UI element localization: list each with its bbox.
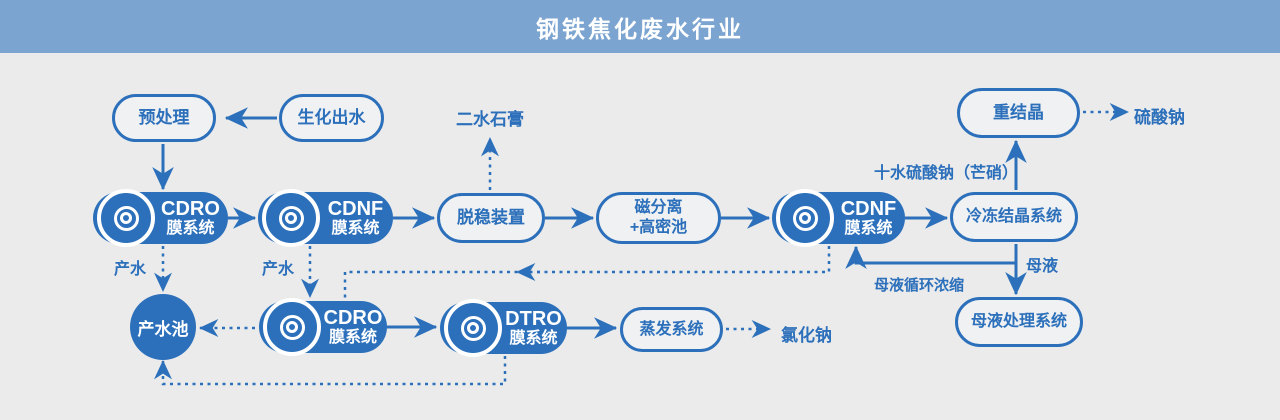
membrane-icon — [776, 189, 834, 247]
label-sodium-sulfate: 硫酸钠 — [1134, 108, 1185, 127]
node-dtro-line2: 膜系统 — [509, 330, 558, 348]
node-cdnf2: CDNF 膜系统 — [772, 189, 905, 247]
label-mother-liquor-recycle: 母液循环浓缩 — [874, 277, 965, 294]
node-recrystallization-label: 重结晶 — [993, 102, 1044, 122]
node-recrystallization: 重结晶 — [957, 88, 1080, 138]
node-cdnf1-line1: CDNF — [327, 197, 384, 220]
node-bio-effluent-label: 生化出水 — [297, 107, 366, 127]
node-cdro2-line1: CDRO — [323, 306, 383, 329]
node-cdnf1: CDNF 膜系统 — [258, 189, 393, 247]
node-mother-liquor-treatment-label: 母液处理系统 — [970, 313, 1067, 331]
membrane-icon-ring — [113, 205, 139, 231]
edge-cdnf2-concentrate-return-tail — [343, 270, 540, 299]
node-cdnf2-line2: 膜系统 — [844, 220, 893, 238]
node-evaporation-label: 蒸发系统 — [639, 320, 704, 338]
membrane-icon — [97, 189, 155, 247]
node-cdro1: CDRO 膜系统 — [93, 189, 228, 247]
label-mother-liquor: 母液 — [1026, 258, 1059, 275]
node-magsep-line2: +高密池 — [629, 219, 688, 236]
membrane-icon-core — [286, 321, 298, 333]
node-cdnf1-line2: 膜系统 — [331, 220, 380, 238]
node-dtro-label: DTRO 膜系统 — [504, 308, 563, 348]
edge-cdnf2-concentrate-return-arrow — [516, 246, 831, 281]
node-magsep-line1: 磁分离 — [634, 199, 683, 216]
label-product-water-mid: 产水 — [262, 261, 295, 278]
node-freeze-crystallization: 冷冻结晶系统 — [950, 192, 1078, 242]
membrane-icon-ring — [278, 205, 304, 231]
node-pretreatment-label: 预处理 — [138, 107, 190, 127]
membrane-icon — [262, 189, 320, 247]
edge-dtro-return-to-pool — [154, 356, 507, 386]
edge-mother-liquor-recycle-to-cdnf2 — [845, 245, 1016, 269]
membrane-icon-ring — [792, 205, 818, 231]
node-destabilizer-label: 脱稳装置 — [457, 207, 525, 227]
membrane-icon — [263, 298, 321, 356]
node-cdro1-line1: CDRO — [161, 197, 220, 220]
node-freeze-crystallization-label: 冷冻结晶系统 — [965, 208, 1062, 226]
label-dihydrate-gypsum: 二水石膏 — [456, 110, 524, 129]
membrane-icon-ring — [279, 314, 305, 340]
node-cdro1-label: CDRO 膜系统 — [157, 198, 224, 238]
membrane-icon-core — [799, 212, 811, 224]
node-cdro2-line2: 膜系统 — [328, 329, 377, 347]
node-cdnf2-line1: CDNF — [840, 197, 897, 220]
membrane-icon-core — [285, 212, 297, 224]
node-mother-liquor-treatment: 母液处理系统 — [955, 297, 1083, 347]
membrane-icon-core — [120, 212, 132, 224]
node-cdro2-label: CDRO 膜系统 — [323, 307, 383, 347]
node-cdnf1-label: CDNF 膜系统 — [322, 198, 389, 238]
label-sodium-chloride: 氯化钠 — [781, 326, 832, 345]
label-glauber-salt: 十水硫酸钠（芒硝） — [874, 165, 1019, 182]
node-product-water-pool: 产水池 — [130, 294, 196, 360]
node-pretreatment: 预处理 — [112, 94, 216, 142]
node-evaporation: 蒸发系统 — [620, 307, 723, 352]
membrane-icon-core — [467, 322, 479, 334]
node-cdro1-line2: 膜系统 — [166, 220, 215, 238]
node-magnetic-separation-label: 磁分离 +高密池 — [630, 198, 687, 238]
node-destabilizer: 脱稳装置 — [437, 193, 545, 243]
label-product-water-left: 产水 — [114, 261, 147, 278]
node-dtro-line1: DTRO — [505, 307, 562, 330]
node-bio-effluent: 生化出水 — [279, 94, 384, 142]
page-header: 钢铁焦化废水行业 — [0, 0, 1280, 53]
node-dtro: DTRO 膜系统 — [440, 299, 567, 357]
membrane-icon — [444, 299, 502, 357]
page-title: 钢铁焦化废水行业 — [536, 15, 744, 42]
node-magnetic-separation: 磁分离 +高密池 — [596, 192, 721, 244]
node-cdnf2-label: CDNF 膜系统 — [836, 198, 901, 238]
node-cdro2: CDRO 膜系统 — [259, 298, 387, 356]
membrane-icon-ring — [460, 315, 486, 341]
node-product-water-pool-label: 产水池 — [137, 319, 189, 339]
